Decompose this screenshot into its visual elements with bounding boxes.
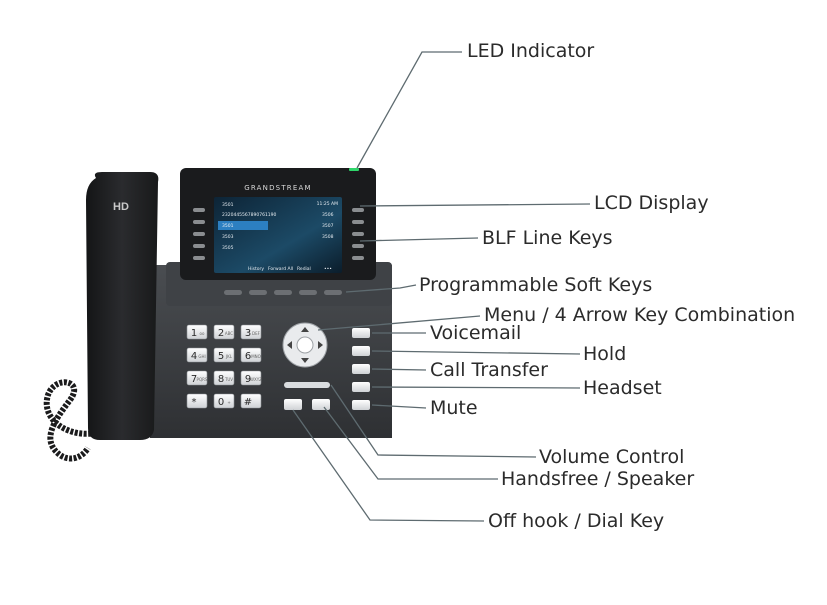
- hold-button: [352, 346, 370, 356]
- keypad-key[interactable]: #: [240, 393, 262, 409]
- brand-label: GRANDSTREAM: [244, 184, 311, 192]
- voicemail-button: [352, 328, 370, 338]
- keypad-letters: +: [227, 400, 230, 405]
- led-indicator: [349, 168, 359, 171]
- lcd-softkey-label: History: [248, 266, 264, 272]
- keypad-digit: 6: [245, 351, 251, 362]
- keypad-digit: 2: [218, 328, 224, 339]
- keypad-key[interactable]: 0+: [213, 393, 235, 409]
- programmable-soft-keys[interactable]: [224, 290, 342, 295]
- keypad-digit: 4: [191, 351, 197, 362]
- callout-call-transfer: Call Transfer: [430, 359, 548, 381]
- callout-offhook-dial-key: Off hook / Dial Key: [488, 510, 665, 532]
- volume-control[interactable]: [284, 382, 330, 388]
- keypad-letters: TUV: [224, 377, 233, 382]
- keypad-letters: DEF: [252, 331, 261, 336]
- menu-button[interactable]: [296, 336, 314, 354]
- callout-headset: Headset: [583, 377, 662, 399]
- headset-button: [352, 382, 370, 392]
- keypad-digit: 5: [218, 351, 224, 362]
- function-keys[interactable]: [352, 328, 370, 410]
- lcd-line: 3505: [222, 245, 234, 251]
- lcd-line: 3503: [222, 234, 234, 240]
- keypad-letters: PQRS: [197, 377, 208, 382]
- arrow-right-icon: [318, 341, 323, 349]
- keypad-letters: WXYZ: [250, 377, 262, 382]
- arrow-down-icon: [301, 358, 309, 363]
- lcd-right-lines: 11:25 AM 3506 3507 3508: [317, 201, 338, 240]
- lcd-softkey-label: Redial: [297, 266, 311, 272]
- keypad-digit: 1: [191, 328, 197, 339]
- lcd-line: 3508: [322, 234, 334, 240]
- blf-keys-left[interactable]: [193, 208, 205, 260]
- lcd-line: 3501: [222, 202, 234, 208]
- handset-hd-label: HD: [113, 201, 129, 213]
- keypad-letters: ABC: [225, 331, 233, 336]
- keypad-digit: #: [244, 397, 252, 408]
- callout-menu-arrow-keys: Menu / 4 Arrow Key Combination: [484, 304, 796, 326]
- phone-base: [150, 265, 392, 438]
- handsfree-speaker-key[interactable]: [312, 399, 330, 410]
- callout-volume-control: Volume Control: [539, 446, 685, 468]
- keypad-digit: 3: [245, 328, 251, 339]
- mute-button: [352, 400, 370, 410]
- keypad-letters: oo: [200, 331, 205, 336]
- lcd-status-time: 11:25 AM: [317, 201, 338, 207]
- callout-mute: Mute: [430, 397, 478, 419]
- callout-hold: Hold: [583, 343, 627, 365]
- lcd-line: 2320445567890761190: [222, 212, 277, 218]
- keypad-key[interactable]: *: [186, 393, 208, 409]
- lcd-left-lines: 3501 2320445567890761190 3501 3503 3505: [222, 202, 277, 251]
- keypad-digit: 8: [218, 374, 224, 385]
- callout-lcd-display: LCD Display: [594, 192, 709, 214]
- keypad-digit: 9: [245, 374, 251, 385]
- keypad-digit: 0: [218, 397, 224, 408]
- callout-led-indicator: LED Indicator: [467, 40, 595, 62]
- lcd-softkey-label: Forward All: [268, 266, 293, 272]
- lcd-line: 3501: [222, 223, 234, 229]
- lcd-line: 3506: [322, 212, 334, 218]
- callout-voicemail: Voicemail: [430, 322, 522, 344]
- lcd-softkey-label: •••: [324, 267, 332, 272]
- blf-keys-right[interactable]: [352, 208, 364, 260]
- handset-cord: [43, 379, 101, 462]
- callout-blf-line-keys: BLF Line Keys: [482, 227, 613, 249]
- keypad-letters: GHI: [198, 354, 205, 359]
- keypad-letters: JKL: [225, 354, 233, 359]
- transfer-button: [352, 364, 370, 374]
- handset: [86, 172, 159, 440]
- arrow-left-icon: [287, 341, 292, 349]
- lcd-display: [214, 197, 342, 273]
- lcd-highlight-row: [218, 221, 268, 230]
- leader-lines: [292, 51, 591, 522]
- keypad-letters: MNO: [251, 354, 261, 359]
- lcd-line: 3507: [322, 223, 334, 229]
- keypad-digit: 7: [191, 374, 197, 385]
- callout-handsfree-speaker: Handsfree / Speaker: [501, 468, 695, 490]
- lcd-softkey-labels: History Forward All Redial •••: [248, 266, 332, 272]
- offhook-dial-key[interactable]: [284, 399, 302, 410]
- keypad-digit: *: [192, 397, 197, 408]
- arrow-up-icon: [301, 327, 309, 332]
- callout-programmable-soft-keys: Programmable Soft Keys: [419, 274, 653, 296]
